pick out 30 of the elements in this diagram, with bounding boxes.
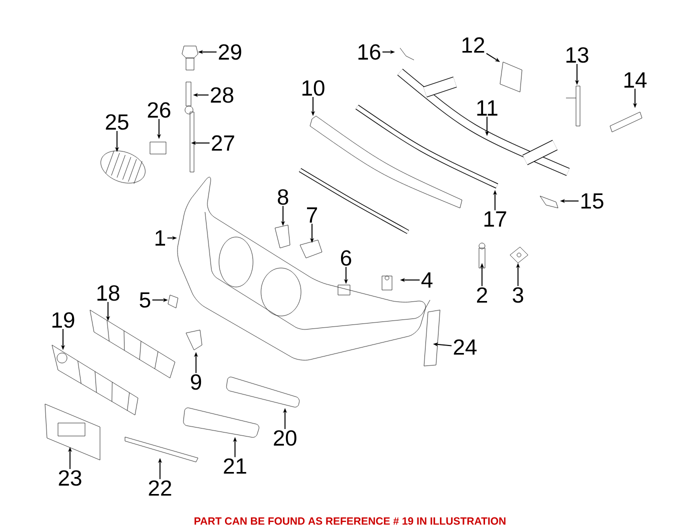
callout-number: 11 bbox=[477, 100, 498, 116]
callout-number: 27 bbox=[212, 135, 234, 151]
callout-number: 21 bbox=[224, 458, 246, 474]
callout-number: 1 bbox=[156, 230, 166, 246]
callout-number: 16 bbox=[358, 44, 380, 60]
callout-number: 19 bbox=[52, 312, 74, 328]
callout-number: 15 bbox=[581, 193, 604, 209]
callout-number: 4 bbox=[421, 272, 432, 288]
callout-number: 8 bbox=[278, 189, 288, 205]
caption: PART CAN BE FOUND AS REFERENCE # 19 IN ILLUSTRATION bbox=[194, 517, 506, 525]
callout-number: 25 bbox=[106, 114, 128, 130]
callout-number: 24 bbox=[454, 339, 477, 355]
callout-number: 26 bbox=[148, 102, 170, 118]
callout-number: 29 bbox=[218, 44, 242, 60]
callout-number: 12 bbox=[462, 37, 484, 53]
callout-number: 14 bbox=[624, 72, 647, 88]
callout-number: 3 bbox=[512, 287, 524, 303]
callout-number: 6 bbox=[341, 250, 352, 266]
callout-number: 23 bbox=[58, 470, 82, 486]
callout-number: 28 bbox=[210, 87, 234, 103]
callout-number: 18 bbox=[97, 285, 120, 301]
callout-number: 17 bbox=[484, 211, 506, 227]
callout-number: 9 bbox=[190, 374, 202, 390]
callout-number: 2 bbox=[477, 287, 488, 303]
callout-number: 7 bbox=[307, 207, 318, 223]
callout-number: 10 bbox=[302, 80, 324, 96]
callout-number: 5 bbox=[140, 292, 150, 308]
callout-number: 13 bbox=[566, 47, 588, 63]
callout-number: 22 bbox=[148, 480, 172, 496]
callout-number: 20 bbox=[274, 430, 296, 446]
